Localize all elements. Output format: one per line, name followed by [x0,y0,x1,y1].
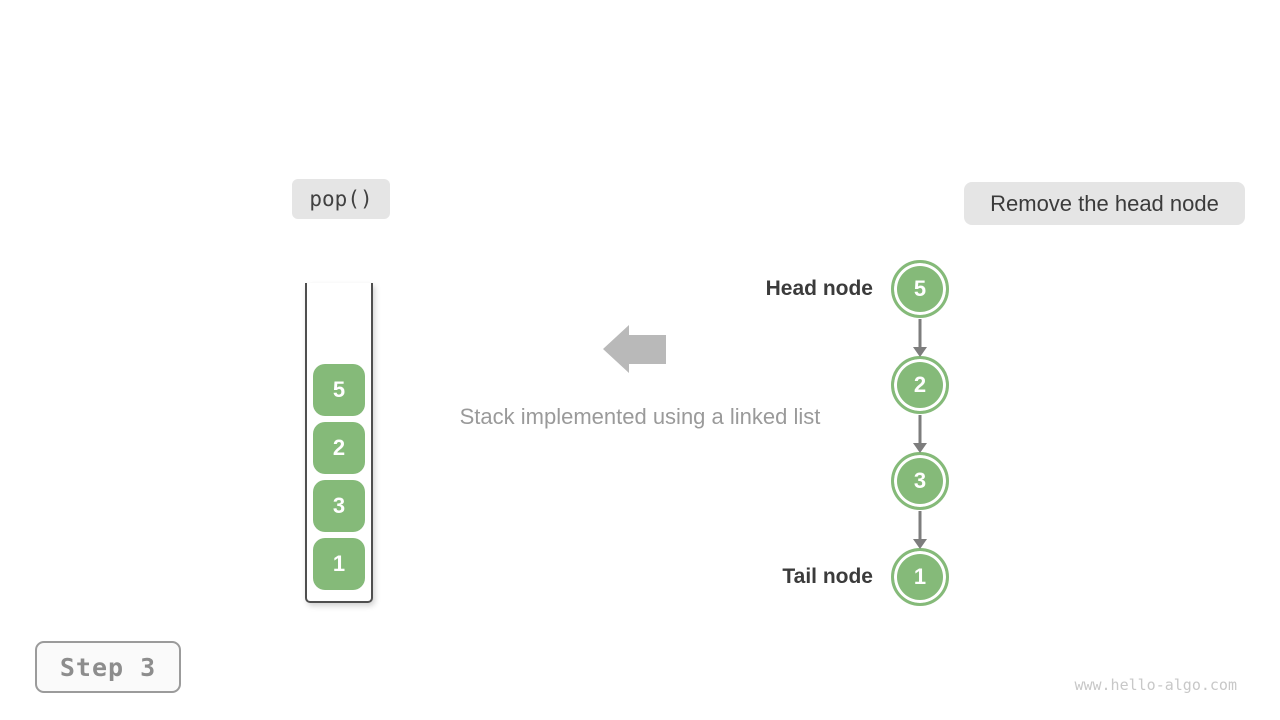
step-label: Step 3 [59,652,157,682]
arrow-head [913,443,927,453]
down-arrow-icon [913,415,927,453]
down-arrow-icon [913,319,927,357]
pop-operation-label: pop() [309,187,373,211]
linked-list-node: 2 [891,356,949,414]
stack-block: 2 [313,422,365,474]
action-label: Remove the head node [990,190,1219,216]
linked-list-node: 1 [891,548,949,606]
arrow-line [918,511,922,540]
stack-block: 5 [313,364,365,416]
head-node-label: Head node [765,277,873,300]
watermark-text: www.hello-algo.com [1074,676,1237,694]
action-badge: Remove the head node [964,182,1245,225]
arrow-head [913,347,927,357]
linked-list-node: 5 [891,260,949,318]
stack-container: 5 2 3 1 [305,283,373,603]
stack-block: 3 [313,480,365,532]
tail-node-label: Tail node [782,565,873,588]
pop-operation-badge: pop() [292,179,390,219]
linked-list-node: 3 [891,452,949,510]
caption-text: Stack implemented using a linked list [459,404,821,429]
step-badge: Step 3 [35,641,181,693]
arrow-line [918,415,922,444]
stack-block: 1 [313,538,365,590]
down-arrow-icon [913,511,927,549]
arrow-line [918,319,922,348]
left-arrow-icon [603,325,666,373]
arrow-head [913,539,927,549]
